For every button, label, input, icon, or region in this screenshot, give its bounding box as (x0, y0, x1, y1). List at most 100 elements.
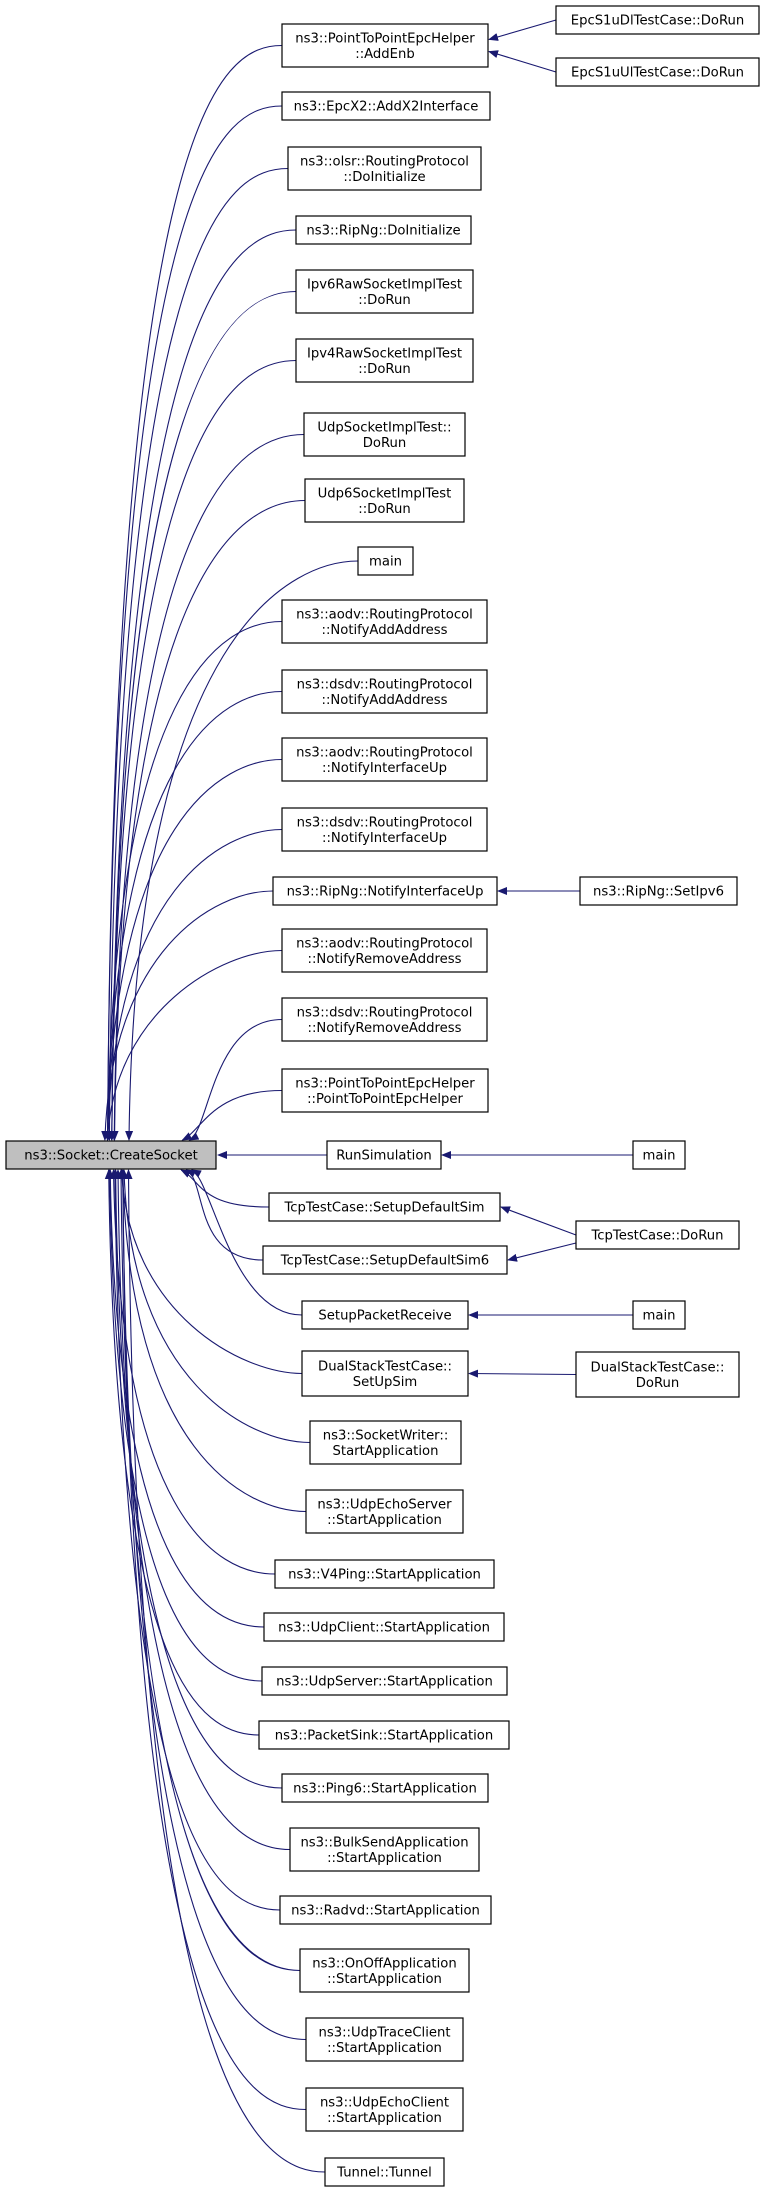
node-ns3-udptraceclient-startapplication[interactable]: ns3::UdpTraceClient::StartApplication (305, 2017, 464, 2062)
node-ns3-dsdv-routingprotocol-notifyaddaddress[interactable]: ns3::dsdv::RoutingProtocol::NotifyAddAdd… (281, 669, 488, 714)
node-ns3-aodv-routingprotocol-notifyremoveaddress[interactable]: ns3::aodv::RoutingProtocol::NotifyRemove… (281, 928, 488, 973)
root-node-create-socket[interactable]: ns3::Socket::CreateSocket (5, 1140, 217, 1170)
node-ns3-pointtopointepchelper-pointtopointepchelper[interactable]: ns3::PointToPointEpcHelper::PointToPoint… (281, 1068, 489, 1113)
edge-secondary (468, 1369, 577, 1378)
node-tcptestcase-setupdefaultsim[interactable]: TcpTestCase::SetupDefaultSim (268, 1192, 501, 1222)
node-box (261, 1666, 508, 1696)
node-ns3-udpechoclient-startapplication[interactable]: ns3::UdpEchoClient::StartApplication (305, 2087, 464, 2132)
node-ns3-v4ping-startapplication[interactable]: ns3::V4Ping::StartApplication (274, 1559, 495, 1589)
node-epcs1udltestcase-dorun[interactable]: EpcS1uDlTestCase::DoRun (555, 5, 760, 35)
node-box (279, 1895, 492, 1925)
node-ns3-ping6-startapplication[interactable]: ns3::Ping6::StartApplication (281, 1773, 489, 1803)
node-tcptestcase-dorun[interactable]: TcpTestCase::DoRun (575, 1220, 740, 1250)
node-main[interactable]: main (357, 546, 414, 576)
node-box (579, 876, 738, 906)
node-label: main (643, 1149, 676, 1164)
node-ns3-dsdv-routingprotocol-notifyremoveaddress[interactable]: ns3::dsdv::RoutingProtocol::NotifyRemove… (281, 997, 488, 1042)
node-box (281, 91, 491, 121)
node-box (281, 807, 488, 852)
node-label: ns3::olsr::RoutingProtocol (300, 154, 469, 169)
node-tcptestcase-setupdefaultsim6[interactable]: TcpTestCase::SetupDefaultSim6 (262, 1245, 508, 1275)
node-box (555, 5, 760, 35)
node-label: ::DoRun (358, 362, 410, 377)
edge-to-root (103, 690, 283, 1141)
node-box (309, 1420, 462, 1465)
node-ns3-aodv-routingprotocol-notifyaddaddress[interactable]: ns3::aodv::RoutingProtocol::NotifyAddAdd… (281, 599, 488, 644)
edge-to-root (111, 1169, 281, 1911)
node-label: ns3::V4Ping::StartApplication (288, 1568, 481, 1583)
node-label: ::StartApplication (327, 2111, 442, 2126)
node-box (281, 599, 488, 644)
node-box (301, 1350, 469, 1397)
edge-to-root (107, 359, 297, 1141)
node-label: ns3::PacketSink::StartApplication (275, 1729, 493, 1744)
node-label: Ipv6RawSocketImplTest (307, 277, 462, 292)
node-label: ::StartApplication (327, 1851, 442, 1866)
node-ns3-pointtopointepchelper-addenb[interactable]: ns3::PointToPointEpcHelper::AddEnb (281, 23, 489, 68)
node-setuppacketreceive[interactable]: SetupPacketReceive (301, 1300, 469, 1330)
node-ns3-aodv-routingprotocol-notifyinterfaceup[interactable]: ns3::aodv::RoutingProtocol::NotifyInterf… (281, 737, 488, 782)
node-dualstacktestcase-dorun[interactable]: DualStackTestCase::DoRun (575, 1351, 740, 1398)
node-label: TcpTestCase::DoRun (590, 1229, 723, 1244)
edge-secondary (488, 19, 557, 41)
node-box (289, 1827, 480, 1872)
node-box (324, 2157, 445, 2187)
node-udp6socketimpltest-dorun[interactable]: Udp6SocketImplTest::DoRun (304, 478, 465, 523)
node-ns3-socketwriter-startapplication[interactable]: ns3::SocketWriter::StartApplication (309, 1420, 462, 1465)
edge-to-root (107, 290, 297, 1141)
node-runsimulation[interactable]: RunSimulation (326, 1140, 442, 1170)
edge-to-root (103, 105, 283, 1141)
node-label: Tunnel::Tunnel (336, 2166, 432, 2181)
node-ns3-udpechoserver-startapplication[interactable]: ns3::UdpEchoServer::StartApplication (305, 1489, 464, 1534)
node-label: ::NotifyInterfaceUp (322, 831, 447, 846)
node-box (274, 1559, 495, 1589)
node-label: ::DoRun (358, 502, 410, 517)
node-label: SetupPacketReceive (318, 1309, 451, 1324)
node-label: ::DoInitialize (343, 170, 425, 185)
node-ns3-epcx2-addx2interface[interactable]: ns3::EpcX2::AddX2Interface (281, 91, 491, 121)
node-label: ::StartApplication (327, 2041, 442, 2056)
node-ns3-ripng-setipv6[interactable]: ns3::RipNg::SetIpv6 (579, 876, 738, 906)
edge-to-root (111, 1169, 283, 1789)
node-label: ::NotifyRemoveAddress (308, 1021, 462, 1036)
node-box (281, 997, 488, 1042)
node-box (272, 876, 498, 906)
edge-to-root (185, 1169, 264, 1261)
edge-to-root (104, 949, 283, 1141)
edge-to-root (101, 890, 274, 1141)
node-ipv6rawsocketimpltest-dorun[interactable]: Ipv6RawSocketImplTest::DoRun (295, 269, 474, 314)
node-label: ::NotifyRemoveAddress (308, 952, 462, 967)
node-ns3-olsr-routingprotocol-doinitialize[interactable]: ns3::olsr::RoutingProtocol::DoInitialize (287, 146, 482, 191)
node-dualstacktestcase-setupsim[interactable]: DualStackTestCase::SetUpSim (301, 1350, 469, 1397)
node-label: SetUpSim (353, 1375, 418, 1390)
edge-to-root (180, 1169, 270, 1208)
node-box (305, 2087, 464, 2132)
node-ns3-onoffapplication-startapplication[interactable]: ns3::OnOffApplication::StartApplication (299, 1948, 470, 1993)
node-box (281, 669, 488, 714)
node-label: ::StartApplication (327, 1513, 442, 1528)
node-label: DualStackTestCase:: (591, 1360, 725, 1375)
node-ns3-udpserver-startapplication[interactable]: ns3::UdpServer::StartApplication (261, 1666, 508, 1696)
node-ns3-packetsink-startapplication[interactable]: ns3::PacketSink::StartApplication (258, 1720, 510, 1750)
node-ns3-bulksendapplication-startapplication[interactable]: ns3::BulkSendApplication::StartApplicati… (289, 1827, 480, 1872)
node-label: ns3::PointToPointEpcHelper (295, 31, 475, 46)
node-ns3-radvd-startapplication[interactable]: ns3::Radvd::StartApplication (279, 1895, 492, 1925)
node-label: TcpTestCase::SetupDefaultSim6 (280, 1254, 489, 1269)
node-ns3-ripng-doinitialize[interactable]: ns3::RipNg::DoInitialize (295, 215, 472, 245)
edge-to-root (106, 1169, 265, 1628)
node-ns3-ripng-notifyinterfaceup[interactable]: ns3::RipNg::NotifyInterfaceUp (272, 876, 498, 906)
node-epcs1uultestcase-dorun[interactable]: EpcS1uUlTestCase::DoRun (555, 57, 760, 87)
node-label: ns3::EpcX2::AddX2Interface (294, 100, 479, 115)
node-main[interactable]: main (632, 1140, 686, 1170)
edge-secondary (488, 50, 557, 73)
node-udpsocketimpltest-dorun[interactable]: UdpSocketImplTest::DoRun (303, 412, 466, 457)
node-ns3-dsdv-routingprotocol-notifyinterfaceup[interactable]: ns3::dsdv::RoutingProtocol::NotifyInterf… (281, 807, 488, 852)
node-main[interactable]: main (632, 1300, 686, 1330)
node-box (295, 215, 472, 245)
node-box (575, 1351, 740, 1398)
node-tunnel-tunnel[interactable]: Tunnel::Tunnel (324, 2157, 445, 2187)
node-ipv4rawsocketimpltest-dorun[interactable]: Ipv4RawSocketImplTest::DoRun (295, 338, 474, 383)
node-box (287, 146, 482, 191)
node-ns3-udpclient-startapplication[interactable]: ns3::UdpClient::StartApplication (263, 1612, 505, 1642)
